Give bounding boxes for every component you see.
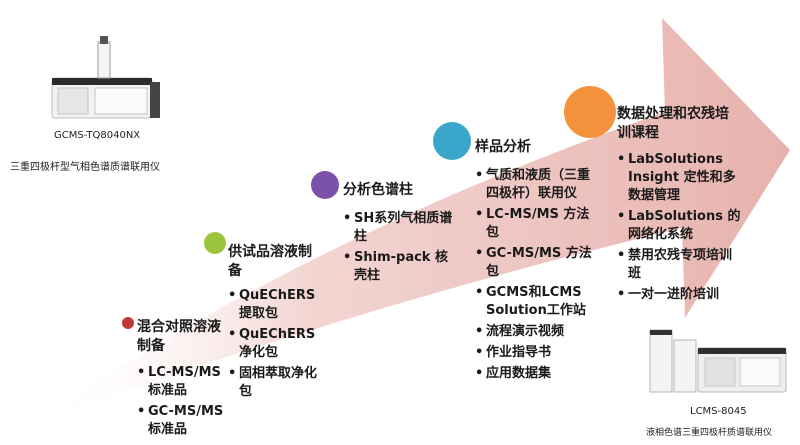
stage-1-item: LC-MS/MS标准品 — [137, 364, 232, 400]
stage-marker — [311, 171, 339, 199]
stage-1-items: LC-MS/MS标准品 GC-MS/MS标准品 — [137, 364, 232, 439]
stage-5-items: LabSolutions Insight 定性和多数据管理 LabSolutio… — [617, 151, 742, 304]
stage-4-item: 应用数据集 — [475, 365, 600, 383]
gcms-instrument-image — [51, 36, 160, 119]
stage-4-item: GCMS和LCMS Solution工作站 — [475, 284, 600, 320]
stage-5-item: LabSolutions 的网络化系统 — [617, 208, 742, 244]
stage-1-item: GC-MS/MS标准品 — [137, 403, 232, 439]
stage-4-item: LC-MS/MS 方法包 — [475, 206, 600, 242]
stage-3: 分析色谱柱 SH系列气相质谱柱 Shim-pack 核壳柱 — [343, 181, 458, 288]
stage-5-item: LabSolutions Insight 定性和多数据管理 — [617, 151, 742, 205]
stage-5-title: 数据处理和农残培训课程 — [617, 106, 729, 141]
stage-1-title: 混合对照溶液制备 — [137, 319, 221, 354]
lcms-instrument-image — [649, 329, 787, 393]
gcms-model-label: GCMS-TQ8040NX — [54, 130, 141, 141]
stage-4-item: GC-MS/MS 方法包 — [475, 245, 600, 281]
stage-circle-5 — [564, 86, 616, 138]
stage-marker — [122, 317, 134, 329]
stage-4-items: 气质和液质（三重四极杆）联用仪 LC-MS/MS 方法包 GC-MS/MS 方法… — [475, 167, 600, 383]
stage-4-item: 流程演示视频 — [475, 323, 600, 341]
stage-circle-1 — [122, 317, 134, 329]
stage-3-items: SH系列气相质谱柱 Shim-pack 核壳柱 — [343, 210, 458, 285]
stage-marker — [433, 122, 471, 160]
stage-4: 样品分析 气质和液质（三重四极杆）联用仪 LC-MS/MS 方法包 GC-MS/… — [475, 138, 600, 386]
lcms-caption: 液相色谱三重四极杆质谱联用仪 — [646, 428, 773, 438]
stage-2-item: 固相萃取净化包 — [228, 365, 323, 401]
stage-marker — [564, 86, 616, 138]
stage-5-item: 禁用农残专项培训班 — [617, 247, 742, 283]
stage-4-item: 作业指导书 — [475, 344, 600, 362]
stage-5-item: 一对一进阶培训 — [617, 286, 742, 304]
stage-4-item: 气质和液质（三重四极杆）联用仪 — [475, 167, 600, 203]
stage-5: 数据处理和农残培训课程 LabSolutions Insight 定性和多数据管… — [617, 105, 742, 307]
stage-2-item: QuEChERS提取包 — [228, 287, 323, 323]
stage-circle-4 — [433, 122, 471, 160]
gcms-caption: 三重四极杆型气相色谱质谱联用仪 — [10, 162, 160, 173]
stage-marker — [204, 232, 226, 254]
stage-3-item: SH系列气相质谱柱 — [343, 210, 458, 246]
stage-1: 混合对照溶液制备 LC-MS/MS标准品 GC-MS/MS标准品 — [137, 318, 232, 442]
stage-circle-2 — [204, 232, 226, 254]
stage-2-title: 供试品溶液制备 — [228, 244, 312, 279]
stage-3-item: Shim-pack 核壳柱 — [343, 249, 458, 285]
lcms-model-label: LCMS-8045 — [690, 406, 747, 417]
stage-3-title: 分析色谱柱 — [343, 182, 413, 198]
stage-2-items: QuEChERS提取包 QuEChERS净化包 固相萃取净化包 — [228, 287, 323, 401]
stage-2: 供试品溶液制备 QuEChERS提取包 QuEChERS净化包 固相萃取净化包 — [228, 243, 323, 404]
stage-circle-3 — [311, 171, 339, 199]
stage-4-title: 样品分析 — [475, 139, 531, 155]
stage-2-item: QuEChERS净化包 — [228, 326, 323, 362]
